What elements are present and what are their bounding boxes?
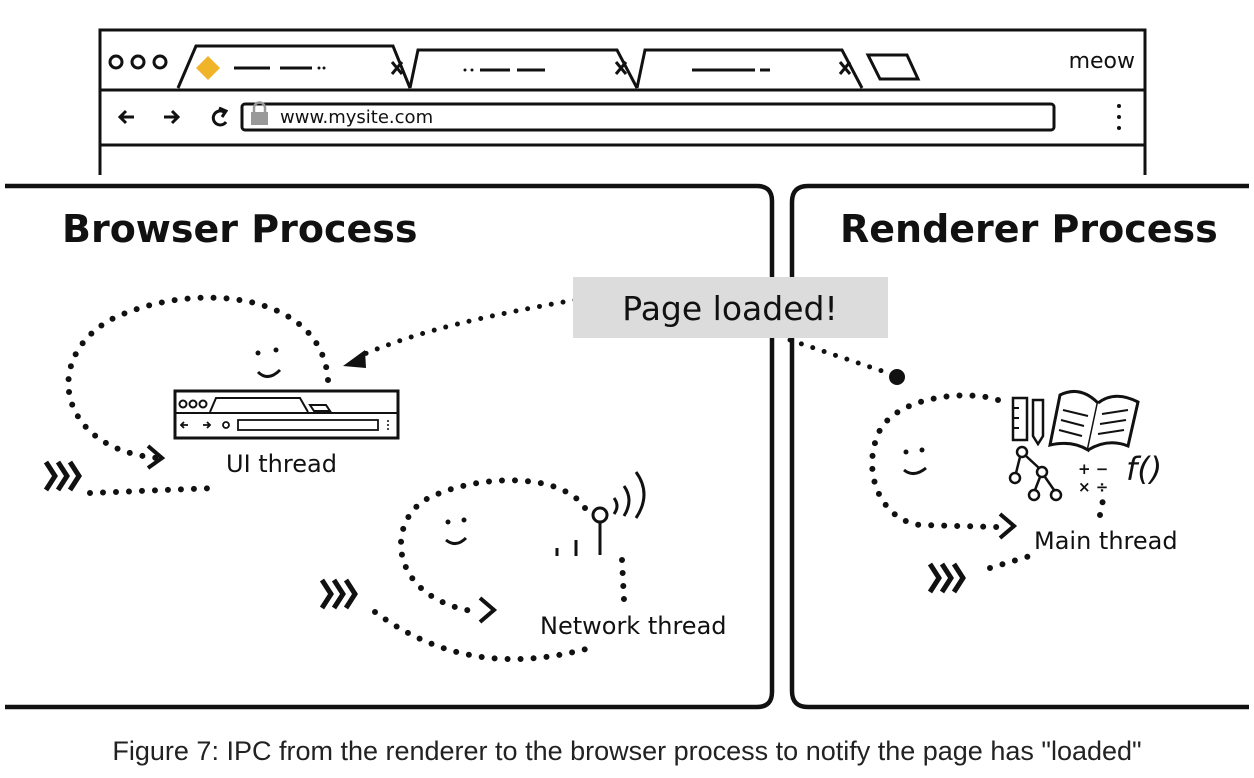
motion-chevrons xyxy=(43,460,82,492)
main-thread-label: Main thread xyxy=(1034,527,1178,555)
close-icon[interactable] xyxy=(614,61,628,75)
menu-icon[interactable] xyxy=(1117,104,1121,130)
svg-text:+ −: + − xyxy=(1078,460,1108,478)
message-text: Page loaded! xyxy=(622,289,837,328)
math-operators-icon: + − × ÷ xyxy=(1078,460,1108,496)
antenna-icon xyxy=(555,471,646,603)
lock-icon xyxy=(251,101,268,125)
face xyxy=(445,517,468,545)
reload-button[interactable] xyxy=(211,106,229,127)
ipc-arrow xyxy=(343,297,905,385)
ui-thread-figure: UI thread xyxy=(43,294,400,496)
close-icon[interactable] xyxy=(390,61,404,75)
book-icon xyxy=(1048,389,1140,453)
favicon-icon xyxy=(196,56,220,80)
ruler-pencil-icon xyxy=(1011,396,1045,447)
tab-1[interactable] xyxy=(176,44,412,89)
figure-caption: Figure 7: IPC from the renderer to the b… xyxy=(112,736,1142,766)
new-tab-button[interactable] xyxy=(865,53,921,81)
message-box xyxy=(573,277,888,338)
back-button[interactable] xyxy=(117,109,134,125)
ui-thread-label: UI thread xyxy=(226,450,337,478)
renderer-process-title: Renderer Process xyxy=(840,207,1218,251)
mini-browser-icon xyxy=(173,389,400,440)
browser-process-title: Browser Process xyxy=(62,207,418,251)
window-controls[interactable] xyxy=(108,54,168,70)
url-text: www.mysite.com xyxy=(280,107,433,128)
browser-window: meow www.mysite.com xyxy=(98,28,1147,175)
network-thread-label: Network thread xyxy=(540,612,727,640)
close-icon[interactable] xyxy=(838,61,852,75)
address-bar[interactable] xyxy=(240,102,1056,132)
network-thread-figure: Network thread xyxy=(319,471,727,663)
tab-3[interactable] xyxy=(635,48,864,89)
window-label: meow xyxy=(1069,49,1135,74)
face xyxy=(255,347,282,378)
main-thread-figure: + − × ÷ f() Main thread xyxy=(869,389,1178,594)
face xyxy=(903,447,927,475)
tab-2[interactable] xyxy=(408,48,639,89)
renderer-process-panel xyxy=(789,183,1249,710)
browser-process-panel xyxy=(5,183,775,710)
function-icon: f() xyxy=(1126,450,1162,488)
svg-text:× ÷: × ÷ xyxy=(1078,478,1108,496)
tree-diagram-icon xyxy=(1008,445,1063,502)
forward-button[interactable] xyxy=(164,109,181,125)
